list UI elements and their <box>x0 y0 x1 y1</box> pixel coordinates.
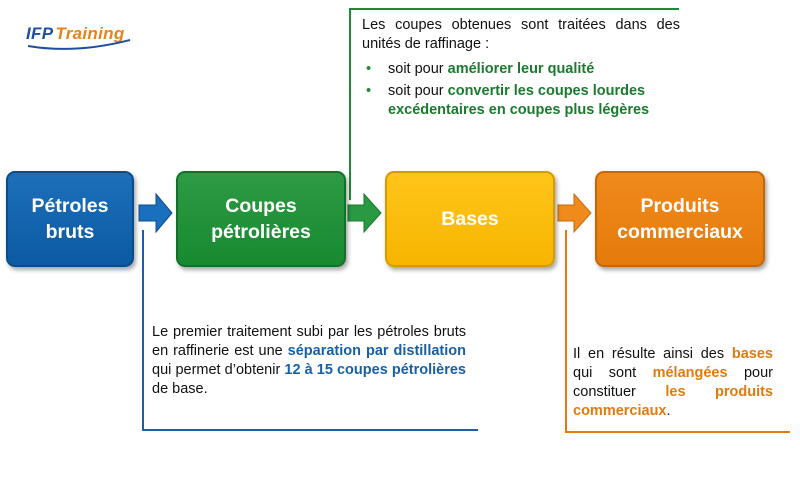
note-highlight: séparation par distillation <box>287 343 466 359</box>
blue-bracket-line <box>142 230 478 431</box>
note-blending: Il en résulte ainsi des bases qui sont m… <box>573 345 773 421</box>
note-highlight: les produits commerciaux <box>573 384 773 419</box>
note-highlight: bases <box>731 346 773 362</box>
bullet-highlight: convertir les coupes lourdes excédentair… <box>388 83 650 118</box>
box-label: Pétroles bruts <box>31 195 109 243</box>
arrow-blue-icon <box>138 192 173 234</box>
green-bracket-line <box>349 8 679 200</box>
logo-swoosh-icon <box>27 39 131 50</box>
arrow-green-icon <box>347 192 382 234</box>
note-intro: Les coupes obtenues sont traitées dans d… <box>362 17 680 52</box>
note-highlight: 12 à 15 coupes pétrolières <box>284 362 467 378</box>
note-text: pour constituer <box>573 365 773 400</box>
logo-ifp: IFP <box>26 24 54 43</box>
note-bullet: soit pour convertir les coupes lourdes e… <box>362 82 680 120</box>
note-refining-units: Les coupes obtenues sont traitées dans d… <box>362 16 680 123</box>
logo-training: Training <box>55 24 125 43</box>
note-text: Le premier traitement subi par les pétro… <box>152 324 466 359</box>
note-text: de base. <box>152 381 208 397</box>
arrow-orange-icon <box>557 192 592 234</box>
note-text: Il en résulte ainsi des <box>573 346 732 362</box>
bullet-prefix: soit pour <box>388 83 448 99</box>
bullet-prefix: soit pour <box>388 61 448 77</box>
note-distillation: Le premier traitement subi par les pétro… <box>152 323 466 399</box>
box-label: Produits commerciaux <box>617 195 743 243</box>
box-produits-commerciaux: Produits commerciaux <box>595 171 765 267</box>
note-bullet: soit pour améliorer leur qualité <box>362 60 680 79</box>
box-label: Bases <box>441 208 499 230</box>
box-coupes-petrolieres: Coupes pétrolières <box>176 171 346 267</box>
note-highlight: mélangées <box>652 365 728 381</box>
bullet-highlight: améliorer leur qualité <box>447 61 595 77</box>
orange-bracket-line <box>565 230 790 433</box>
box-petroles-bruts: Pétroles bruts <box>6 171 134 267</box>
note-text: . <box>666 403 671 419</box>
note-bullet-list: soit pour améliorer leur qualité soit po… <box>362 60 680 120</box>
note-text: qui sont <box>573 365 653 381</box>
box-label: Coupes pétrolières <box>211 195 311 243</box>
box-bases: Bases <box>385 171 555 267</box>
note-text: qui permet d’obtenir <box>152 362 285 378</box>
